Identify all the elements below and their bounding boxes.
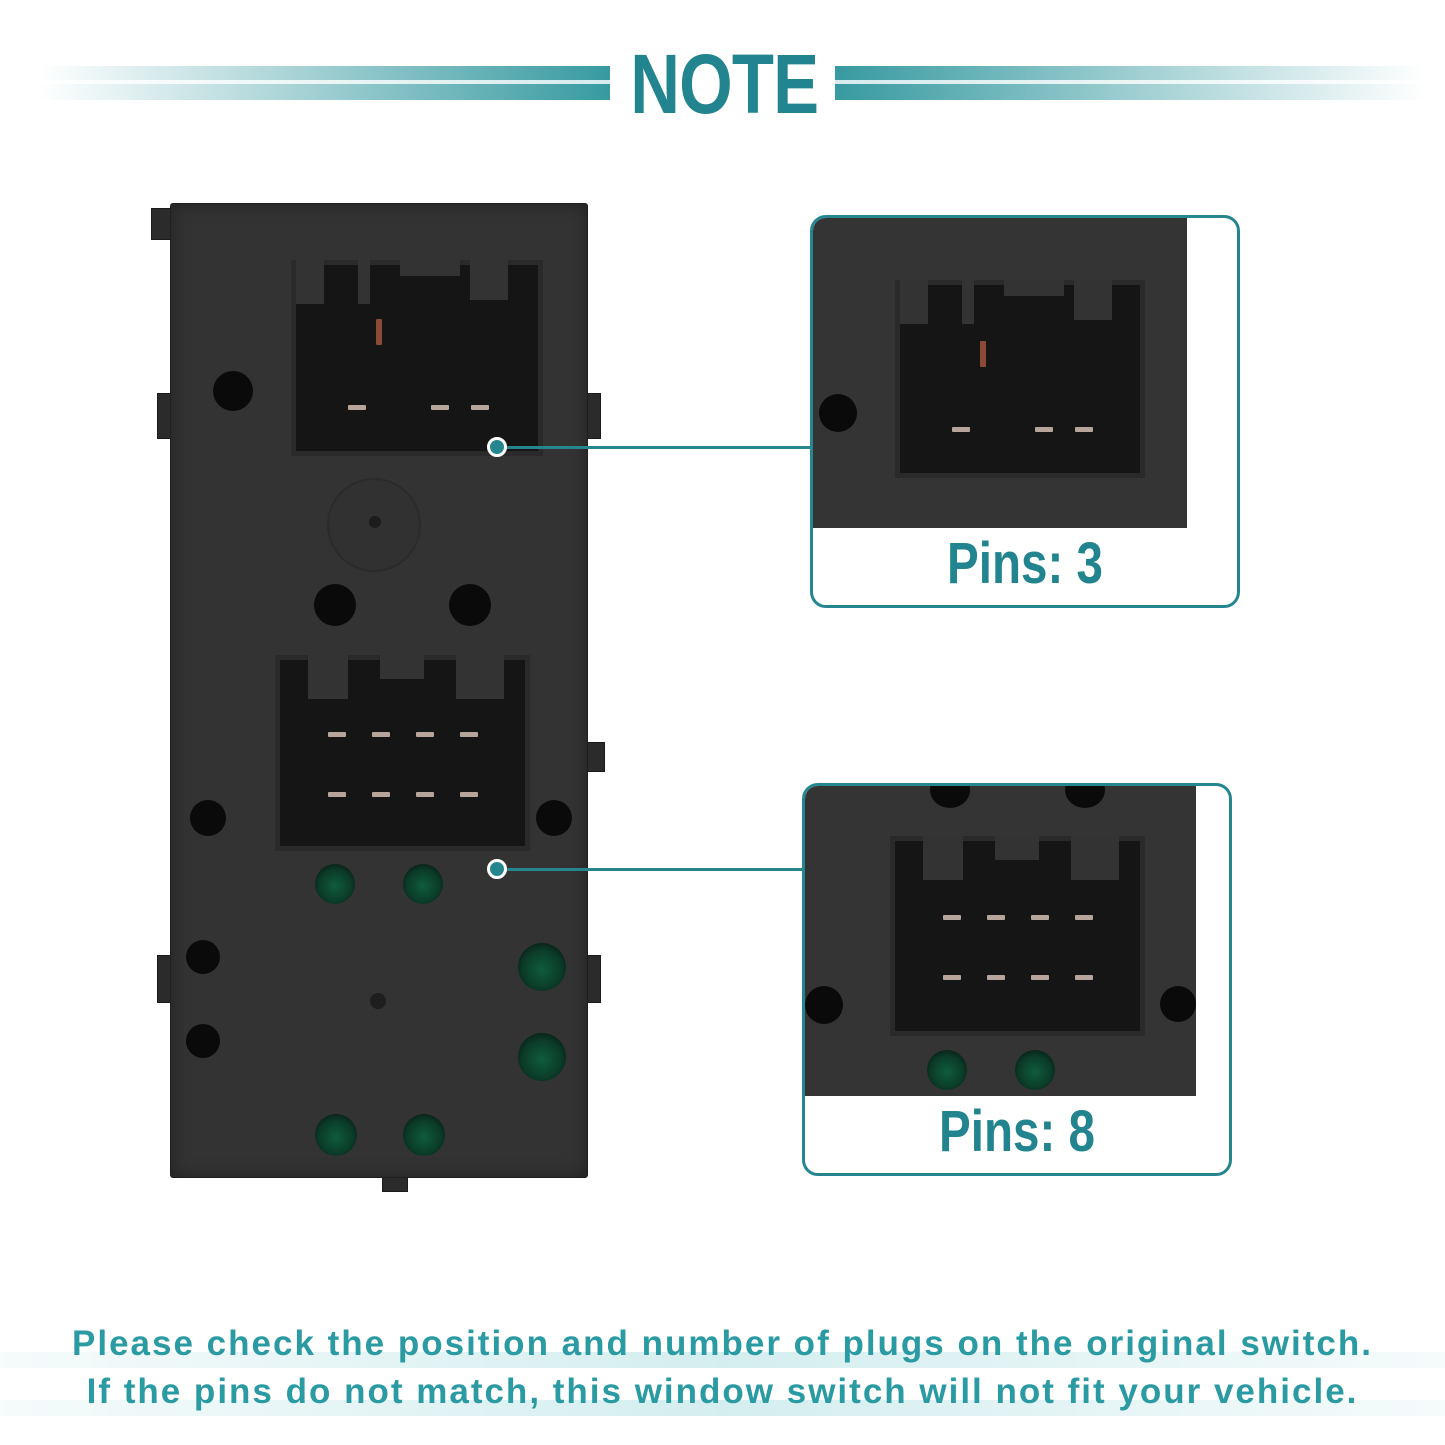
led-hole: [403, 1114, 445, 1156]
led-hole: [518, 1033, 566, 1081]
led-hole: [315, 1114, 357, 1156]
pins-8-label: Pins: 8: [939, 1099, 1095, 1164]
pins-3-label: Pins: 3: [947, 531, 1103, 596]
connector-8pin-zoom-icon: [805, 786, 1196, 1096]
led-hole: [518, 943, 566, 991]
callout-8pin: Pins: 8: [802, 783, 1232, 1176]
led-hole: [403, 864, 443, 904]
mount-hole: [536, 800, 572, 836]
callout-3pin: Pins: 3: [810, 215, 1240, 608]
connector-3pin-zoom-icon: [813, 218, 1187, 528]
leader-dot: [487, 437, 507, 457]
mount-hole: [186, 1024, 220, 1058]
mount-hole: [190, 800, 226, 836]
mount-hole: [186, 940, 220, 974]
footer-line-1: Please check the position and number of …: [72, 1324, 1373, 1363]
led-hole: [315, 864, 355, 904]
leader-line-8pin: [497, 868, 804, 871]
leader-line-3pin: [497, 446, 812, 449]
header-left-rule: [40, 66, 610, 100]
mount-hole: [449, 584, 491, 626]
page-title: NOTE: [630, 37, 819, 131]
footer-band: [0, 1352, 1445, 1368]
screw-hole: [370, 993, 386, 1009]
leader-dot: [487, 859, 507, 879]
footer-band: [0, 1400, 1445, 1416]
mount-hole: [314, 584, 356, 626]
connector-8pin-icon: [275, 655, 530, 851]
footer-line-2: If the pins do not match, this window sw…: [86, 1372, 1359, 1411]
connector-3pin-icon: [291, 260, 543, 456]
screw-hole: [369, 516, 381, 528]
mount-hole: [213, 371, 253, 411]
header-right-rule: [835, 66, 1425, 100]
